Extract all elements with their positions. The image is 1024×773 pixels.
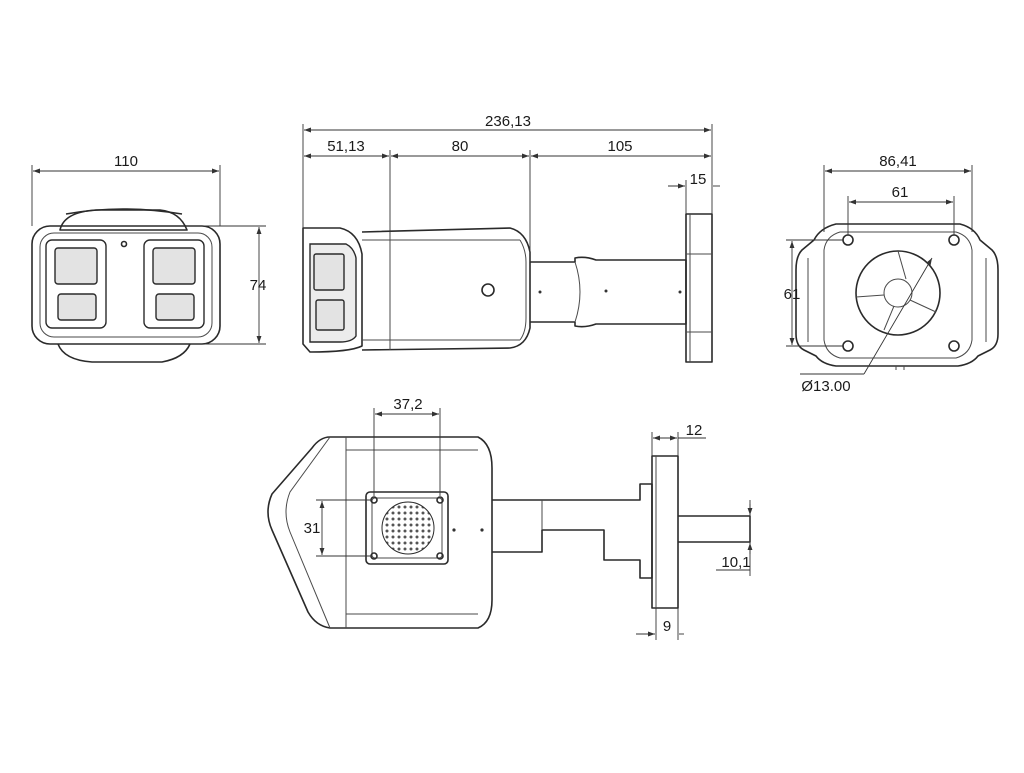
side-hood <box>302 227 363 353</box>
mount-screw-hole-bl <box>842 340 854 352</box>
side-mount-screw <box>481 283 495 297</box>
dim-leader-dia <box>863 257 933 375</box>
front-bottom-skirt <box>57 343 191 363</box>
front-view: 110 74 <box>31 153 267 363</box>
bottom-view: 37,2 31 12 10,1 9 <box>267 396 753 640</box>
dim-label-front-height: 74 <box>250 277 267 294</box>
mount-plate-inner <box>823 231 973 359</box>
dim-label-side-body: 80 <box>452 138 469 155</box>
side-body <box>361 227 531 351</box>
front-sunshield-top <box>65 208 183 215</box>
front-body-outline <box>31 225 221 345</box>
dim-label-side-overall: 236,13 <box>485 113 531 130</box>
front-hood <box>59 209 188 231</box>
mount-base-view: 86,41 61 61 Ø13.00 <box>784 153 999 395</box>
dim-label-connector-width: 37,2 <box>393 396 422 413</box>
bottom-hood <box>267 436 493 629</box>
mount-plate-outline <box>795 223 999 367</box>
dim-label-connector-height: 31 <box>304 520 321 537</box>
dim-label-mount-dia: Ø13.00 <box>801 378 850 395</box>
side-lens-top <box>313 253 345 291</box>
front-body-inner <box>39 232 213 338</box>
mount-screw-hole-tr <box>948 234 960 246</box>
dim-label-mount-outer: 86,41 <box>879 153 917 170</box>
side-bracket-arm <box>530 256 687 328</box>
connector-plate <box>365 491 449 565</box>
front-ir-led-left <box>57 293 97 321</box>
front-ir-led-right <box>155 293 195 321</box>
dim-label-mount-height: 61 <box>784 286 801 303</box>
mount-screw-hole-br <box>948 340 960 352</box>
side-base-plate <box>685 213 713 363</box>
bottom-arm-stub <box>678 515 751 543</box>
front-light-sensor <box>120 240 128 248</box>
front-lens-left <box>54 247 98 285</box>
mount-center-hole-outer <box>855 250 941 336</box>
front-lens-right <box>152 247 196 285</box>
dim-label-side-base: 15 <box>690 171 707 188</box>
dim-label-side-hood: 51,13 <box>327 138 365 155</box>
mount-center-hole-inner <box>883 278 913 308</box>
dim-label-bottom-foot: 9 <box>663 618 671 635</box>
side-ir-led <box>315 299 345 331</box>
mount-screw-hole-tl <box>842 234 854 246</box>
bottom-bracket-arm <box>492 483 653 579</box>
connector-vent-mesh <box>381 501 435 555</box>
dim-label-bottom-arm: 10,1 <box>721 554 750 571</box>
dim-label-side-bracket: 105 <box>607 138 632 155</box>
dim-label-mount-holes: 61 <box>892 184 909 201</box>
side-view: 236,13 51,13 80 105 15 <box>302 113 720 363</box>
dim-label-bottom-base: 12 <box>686 422 703 439</box>
dim-label-front-width: 110 <box>114 153 138 170</box>
